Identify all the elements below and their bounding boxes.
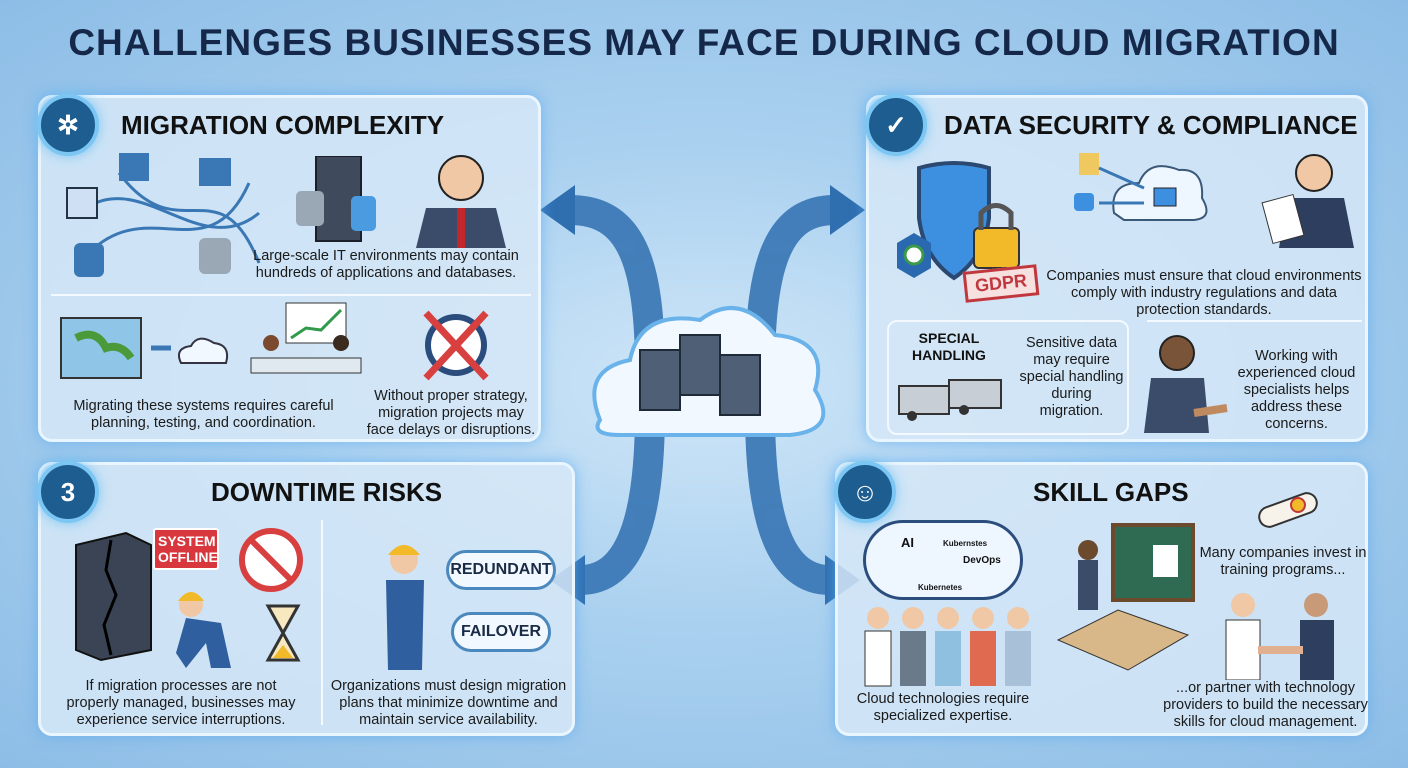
panel-downtime-risks: 3 DOWNTIME RISKS SYSTEM OFFLINE If migra… [37,461,575,736]
training-classroom-illustration [1056,523,1195,671]
crossed-clock-icon [423,310,489,381]
server-icon [296,156,376,242]
arrow-to-skills [745,409,832,595]
partnership-handshake-illustration [1225,593,1334,680]
network-icon: ✲ [37,94,99,156]
panel-skill-gaps: ☺ SKILL GAPS AI Kubernstes DevOps Kubern… [834,461,1368,736]
migration-text-1: Large-scale IT environments may contain … [253,248,519,281]
specialist-handshake-illustration [1144,335,1228,433]
failover-cloud: FAILOVER [451,612,551,652]
redundant-cloud: REDUNDANT [446,550,556,590]
no-workflow-icon [239,528,303,592]
central-cloud-hub [540,185,865,605]
downtime-text-1: If migration processes are not properly … [66,678,296,728]
step-number-badge: 3 [37,461,99,523]
hourglass-icon [265,604,301,662]
tech-tag-ai: AI [901,535,914,550]
migration-text-2: Migrating these systems requires careful… [73,398,334,431]
divider [321,520,323,725]
broken-server-illustration [75,531,152,662]
security-text-2: Sensitive data may require special handl… [1019,335,1124,419]
panel-migration-complexity: ✲ MIGRATION COMPLEXITY Large-scale IT en… [37,94,541,442]
tech-cloud [863,520,1023,600]
engineer-illustration [386,545,424,670]
shield-lock-illustration [897,161,1020,281]
diploma-icon [1258,492,1318,528]
skills-heading: SKILL GAPS [1033,477,1189,507]
downtime-heading: DOWNTIME RISKS [211,477,443,507]
shield-check-icon: ✓ [865,94,927,156]
data-to-cloud-illustration [1074,153,1208,221]
system-offline-sign: SYSTEM OFFLINE [153,528,219,570]
confused-team-illustration [864,607,1031,687]
migration-text-3: Without proper strategy, migration proje… [366,388,536,438]
map-to-cloud-illustration [60,317,229,379]
migration-heading: MIGRATION COMPLEXITY [121,110,445,140]
tech-tag-devops: DevOps [963,555,1001,566]
panel-data-security: ✓ DATA SECURITY & COMPLIANCE GDPR Compan… [865,94,1368,442]
security-text-1: Companies must ensure that cloud environ… [1046,268,1362,318]
downtime-text-2: Organizations must design migration plan… [330,678,567,728]
tangled-systems-illustration [66,153,261,277]
divider [51,294,531,296]
team-meeting-illustration [250,302,362,374]
divider [1147,320,1362,322]
tech-tag-kubernetes: Kubernetes [918,583,963,592]
page-title: CHALLENGES BUSINESSES MAY FACE DURING CL… [68,22,1340,63]
armored-trucks-icon [898,379,1002,421]
security-heading: DATA SECURITY & COMPLIANCE [944,110,1358,140]
security-text-3: Working with experienced cloud specialis… [1237,348,1356,432]
technician-illustration [176,592,231,668]
special-handling-box [887,320,1129,435]
skills-text-3: ...or partner with technology providers … [1163,680,1368,730]
tech-tag-kubernstes: Kubernstes [943,539,988,548]
stressed-person-illustration [416,155,506,248]
arrow-to-downtime [578,409,665,595]
special-handling-label: SPECIAL HANDLING [912,330,986,363]
skills-text-1: Cloud technologies require specialized e… [856,691,1030,724]
skills-text-2: Many companies invest in training progra… [1199,545,1367,578]
compliance-officer-illustration [1261,154,1354,248]
team-icon: ☺ [834,461,896,523]
